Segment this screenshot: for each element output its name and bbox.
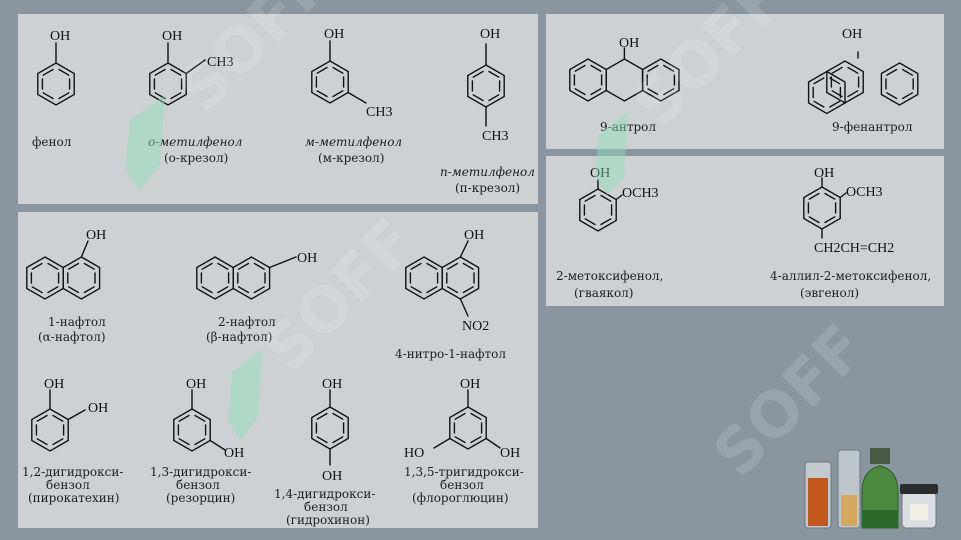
resorcinol-structure: OH OH (173, 377, 244, 461)
guaiacol-oh-group: OH (590, 166, 610, 181)
p-cresol-label-1: п-метилфенол (440, 165, 535, 179)
naphthol-1-oh-group: OH (86, 228, 106, 243)
anthrol-structure: OH (569, 36, 680, 102)
anthrol-oh-group: OH (619, 36, 639, 51)
phenanthrol-label: 9-фенантрол (832, 120, 913, 134)
nitronaphthol-oh-group: OH (464, 228, 484, 243)
m-cresol-label-2: (м-крезол) (318, 151, 384, 165)
watermark-text-1: SOFF (164, 0, 344, 126)
p-cresol-label-2: (п-крезол) (455, 181, 520, 195)
eugenol-label-1: 4-аллил-2-метоксифенол, (770, 269, 931, 283)
hydroquinone-oh-group-1: OH (322, 377, 342, 392)
watermark-logo-mark (228, 350, 262, 440)
watermark-logo-mark (595, 112, 628, 195)
o-cresol-structure: OH CH3 (149, 29, 233, 106)
m-cresol-oh-group: OH (324, 27, 344, 42)
phloroglucinol-label-1: 1,3,5-тригидрокси- (404, 465, 524, 479)
guaiacol-structure: OH OCH3 (579, 166, 659, 232)
panel-polycyclic-phenols (546, 14, 944, 149)
m-cresol-structure: OH CH3 (311, 27, 392, 120)
naphthol-2-label-2: (β-нафтол) (206, 330, 272, 344)
phloroglucinol-oh-group-2: OH (500, 446, 520, 461)
phloroglucinol-label-3: (флороглюцин) (412, 491, 509, 505)
naphthol-2-structure: OH (196, 251, 317, 300)
nitronaphthol-no2-group: NO2 (462, 319, 489, 334)
hydroquinone-structure: OH OH (311, 377, 349, 484)
o-cresol-ch3-group: CH3 (207, 55, 233, 70)
anthrol-label: 9-антрол (600, 120, 656, 134)
eugenol-structure: OH OCH3 CH2CH=CH2 (803, 166, 894, 256)
resorcinol-label-1: 1,3-дигидрокси- (150, 465, 251, 479)
panel-simple-phenols (18, 14, 538, 204)
resorcinol-label-2: бензол (176, 478, 220, 492)
catechol-oh-group-2: OH (88, 401, 108, 416)
phloroglucinol-label-2: бензол (440, 478, 484, 492)
watermark-logo-mark (125, 95, 165, 190)
guaiacol-och3-group: OCH3 (622, 186, 659, 201)
phenol-oh-group: OH (50, 29, 70, 44)
catechol-label-2: бензол (46, 478, 90, 492)
hydroquinone-oh-group-2: OH (322, 469, 342, 484)
m-cresol-ch3-group: CH3 (366, 105, 392, 120)
eugenol-label-2: (эвгенол) (800, 286, 859, 300)
p-cresol-ch3-group: CH3 (482, 129, 508, 144)
eugenol-allyl-group: CH2CH=CH2 (814, 241, 894, 256)
nitronaphthol-label: 4-нитро-1-нафтол (395, 347, 506, 361)
hydroquinone-label-1: 1,4-дигидрокси- (274, 487, 375, 501)
guaiacol-label-1: 2-метоксифенол, (556, 269, 663, 283)
phenanthrol-structure: OH (807, 27, 919, 115)
nitronaphthol-structure: OH NO2 (405, 228, 489, 334)
catechol-structure: OH OH (31, 377, 108, 452)
panel-methoxyphenols (546, 156, 944, 306)
catechol-label-1: 1,2-дигидрокси- (22, 465, 123, 479)
naphthol-2-oh-group: OH (297, 251, 317, 266)
lab-bottles-illustration (804, 448, 938, 529)
catechol-label-3: (пирокатехин) (28, 491, 119, 505)
guaiacol-label-2: (гваякол) (574, 286, 633, 300)
phloroglucinol-oh-group-1: OH (460, 377, 480, 392)
naphthol-1-structure: OH (26, 228, 106, 300)
o-cresol-oh-group: OH (162, 29, 182, 44)
phenanthrol-oh-group: OH (842, 27, 862, 42)
naphthol-2-label-1: 2-нафтол (218, 315, 276, 329)
phloroglucinol-ho-group: HO (404, 446, 424, 461)
o-cresol-label-2: (о-крезол) (164, 151, 228, 165)
naphthol-1-label-2: (α-нафтол) (38, 330, 106, 344)
resorcinol-oh-group-1: OH (186, 377, 206, 392)
m-cresol-label-1: м-метилфенол (305, 135, 402, 149)
p-cresol-oh-group: OH (480, 27, 500, 42)
naphthol-1-label-1: 1-нафтол (48, 315, 106, 329)
hydroquinone-label-3: (гидрохинон) (286, 513, 370, 527)
phenol-structure: OH (37, 29, 75, 106)
eugenol-oh-group: OH (814, 166, 834, 181)
p-cresol-structure: OH CH3 (467, 27, 508, 144)
catechol-oh-group-1: OH (44, 377, 64, 392)
o-cresol-label-1: о-метилфенол (148, 135, 242, 149)
eugenol-och3-group: OCH3 (846, 185, 883, 200)
resorcinol-oh-group-2: OH (224, 446, 244, 461)
hydroquinone-label-2: бензол (304, 500, 348, 514)
phloroglucinol-structure: OH HO OH (404, 377, 520, 461)
resorcinol-label-3: (резорцин) (166, 491, 235, 505)
phenol-label: фенол (32, 135, 72, 149)
